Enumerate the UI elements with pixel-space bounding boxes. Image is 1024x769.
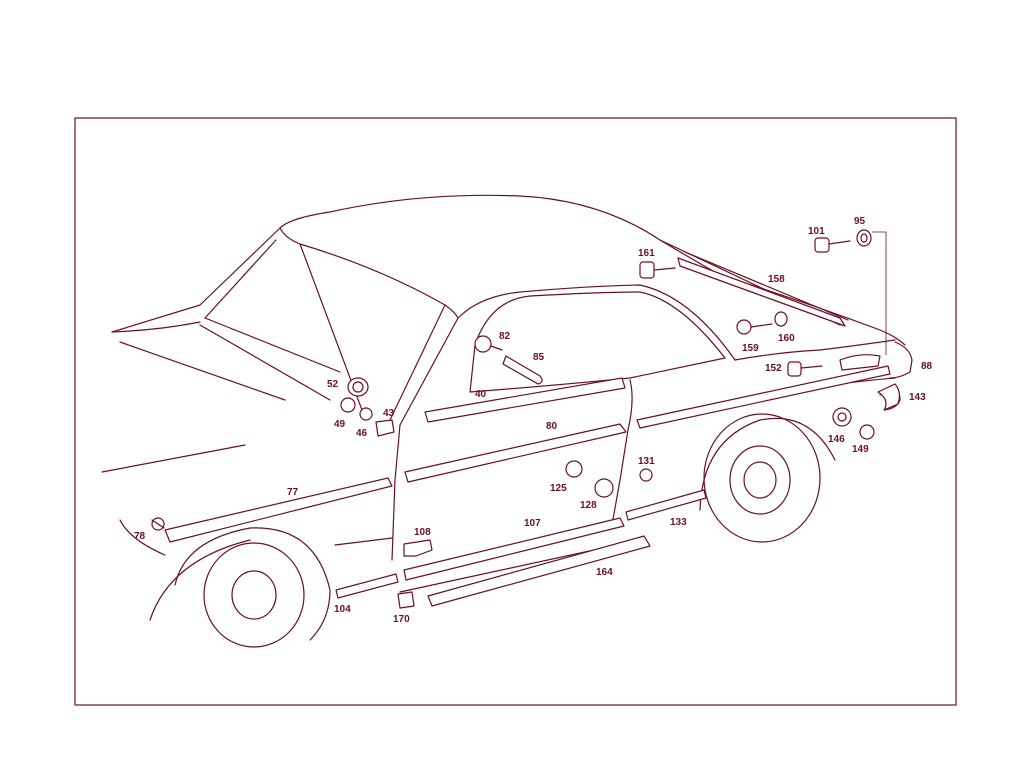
part-158-moulding xyxy=(677,257,846,327)
part-131-washer xyxy=(639,468,653,482)
label-125: 125 xyxy=(550,483,567,494)
label-152: 152 xyxy=(765,363,782,374)
label-107: 107 xyxy=(524,518,541,529)
part-164-moulding xyxy=(427,535,651,607)
part-77-moulding xyxy=(164,477,393,543)
part-43-bracket xyxy=(375,419,395,437)
label-82: 82 xyxy=(499,331,511,342)
label-95: 95 xyxy=(854,216,866,227)
part-40-moulding xyxy=(424,377,626,423)
label-128: 128 xyxy=(580,500,597,511)
part-128-plug xyxy=(594,478,614,498)
label-46: 46 xyxy=(356,428,368,439)
part-78-clip xyxy=(151,517,165,531)
label-78: 78 xyxy=(134,531,146,542)
part-104-moulding xyxy=(335,573,399,599)
part-125-clip xyxy=(565,460,583,478)
label-88: 88 xyxy=(921,361,933,372)
part-52-clip xyxy=(347,377,369,397)
part-146-clip xyxy=(832,407,852,427)
part-143-bumper-end xyxy=(877,383,901,411)
part-107-moulding xyxy=(403,517,625,581)
label-158: 158 xyxy=(768,274,785,285)
part-95-clip xyxy=(856,229,872,247)
label-160: 160 xyxy=(778,333,795,344)
label-159: 159 xyxy=(742,343,759,354)
part-49-clip xyxy=(340,397,356,413)
part-161-screw xyxy=(639,261,676,279)
part-rear-moulding xyxy=(636,365,891,429)
label-101: 101 xyxy=(808,226,825,237)
label-104: 104 xyxy=(334,604,351,615)
part-133-moulding xyxy=(625,489,707,521)
part-159-screw xyxy=(736,319,773,335)
part-labels: 101 95 161 158 82 85 159 160 152 88 52 4… xyxy=(134,216,933,625)
part-170-clip xyxy=(397,591,415,609)
label-43: 43 xyxy=(383,408,395,419)
part-101-screw xyxy=(814,237,851,253)
label-52: 52 xyxy=(327,379,339,390)
part-85-rod xyxy=(502,355,543,385)
label-149: 149 xyxy=(852,444,869,455)
part-108-clip xyxy=(403,539,433,557)
label-108: 108 xyxy=(414,527,431,538)
diagram-frame xyxy=(74,117,957,706)
label-80: 80 xyxy=(546,421,558,432)
label-161: 161 xyxy=(638,248,655,259)
label-164: 164 xyxy=(596,567,613,578)
part-46-washer xyxy=(359,407,373,421)
part-82-pin xyxy=(474,335,503,353)
car-body-outline xyxy=(101,194,913,648)
label-143: 143 xyxy=(909,392,926,403)
label-133: 133 xyxy=(670,517,687,528)
part-160-nut xyxy=(774,311,788,327)
label-40: 40 xyxy=(475,389,487,400)
label-49: 49 xyxy=(334,419,346,430)
label-131: 131 xyxy=(638,456,655,467)
part-149-washer xyxy=(859,424,875,440)
label-146: 146 xyxy=(828,434,845,445)
part-152-screw xyxy=(787,361,823,377)
label-77: 77 xyxy=(287,487,299,498)
label-170: 170 xyxy=(393,614,410,625)
part-80-moulding xyxy=(404,423,627,483)
label-85: 85 xyxy=(533,352,545,363)
